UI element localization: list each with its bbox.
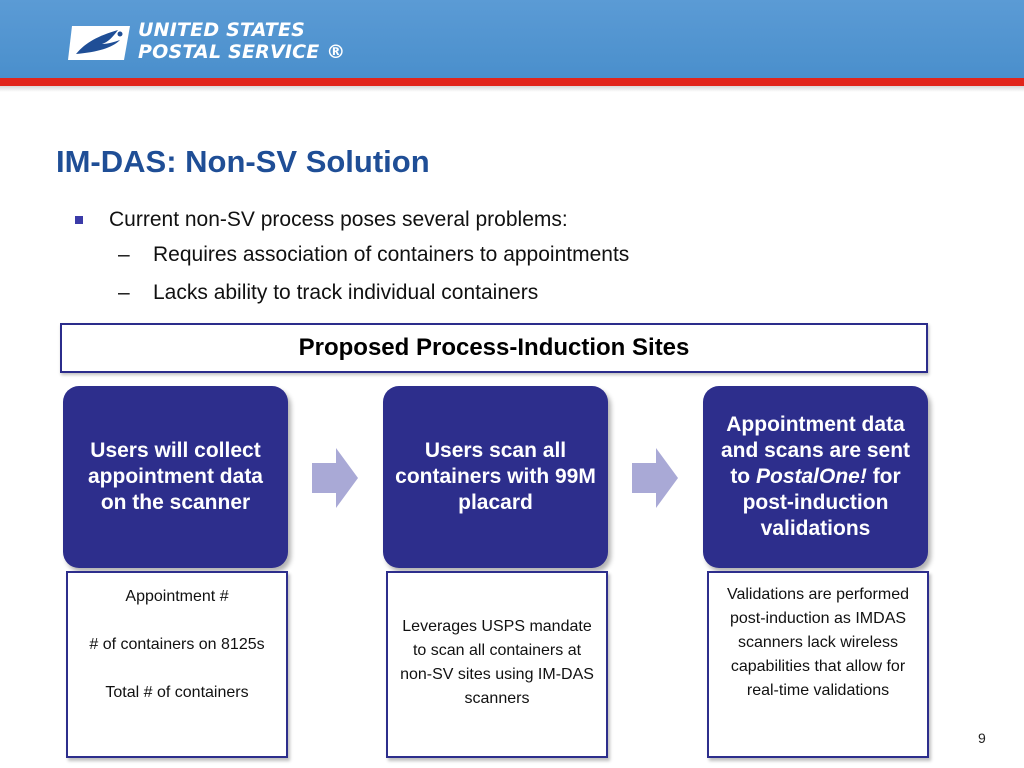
note-1-line: Total # of containers [105,684,249,701]
dash-bullet: – [118,243,130,266]
dash-bullet: – [118,281,130,304]
header-shadow [0,86,1024,92]
note-1-line: Appointment # [125,588,229,605]
step-3-emphasis: PostalOne! [755,465,867,488]
note-1-line: # of containers on 8125s [89,636,265,653]
note-box-1: Appointment # # of containers on 8125s T… [66,571,288,758]
step-2-text: Users scan all containers with 99M placa… [395,439,596,514]
step-3-text-after: for post-induction validations [742,465,901,540]
logo-line-2: POSTAL SERVICE ® [138,41,346,63]
sub-bullet-text: Requires association of containers to ap… [153,243,630,266]
sub-bullet-text: Lacks ability to track individual contai… [153,281,539,304]
sub-bullet-item: – Requires association of containers to … [75,236,629,274]
right-arrow-icon [632,448,678,508]
slide-title: IM-DAS: Non-SV Solution [56,144,430,179]
note-box-2: Leverages USPS mandate to scan all conta… [386,571,608,758]
proposed-process-label: Proposed Process-Induction Sites [298,334,690,361]
note-3-text: Validations are performed post-induction… [726,586,910,699]
proposed-process-header: Proposed Process-Induction Sites [60,323,928,373]
square-bullet-icon [75,216,83,224]
page-number: 9 [978,730,986,746]
bullet-list: Current non-SV process poses several pro… [75,204,629,312]
logo-wordmark: UNITED STATES POSTAL SERVICE ® [138,19,345,63]
note-2-text: Leverages USPS mandate to scan all conta… [400,617,594,707]
right-arrow-icon [312,448,358,508]
sub-bullet-item: – Lacks ability to track individual cont… [75,274,629,312]
process-step-2: Users scan all containers with 99M placa… [383,386,608,568]
eagle-logo-icon [68,26,130,60]
bullet-text: Current non-SV process poses several pro… [109,208,568,231]
note-box-3: Validations are performed post-induction… [707,571,929,758]
logo-line-1: UNITED STATES [138,19,306,41]
header-red-stripe [0,78,1024,86]
step-1-text: Users will collect appointment data on t… [87,439,263,514]
header-banner [0,0,1024,78]
process-step-1: Users will collect appointment data on t… [63,386,288,568]
bullet-item: Current non-SV process poses several pro… [75,204,629,236]
process-step-3: Appointment data and scans are sent to P… [703,386,928,568]
step-3-text: Appointment data and scans are sent to P… [713,412,918,542]
step-3-text-before: Appointment data and scans are sent to [720,413,911,488]
